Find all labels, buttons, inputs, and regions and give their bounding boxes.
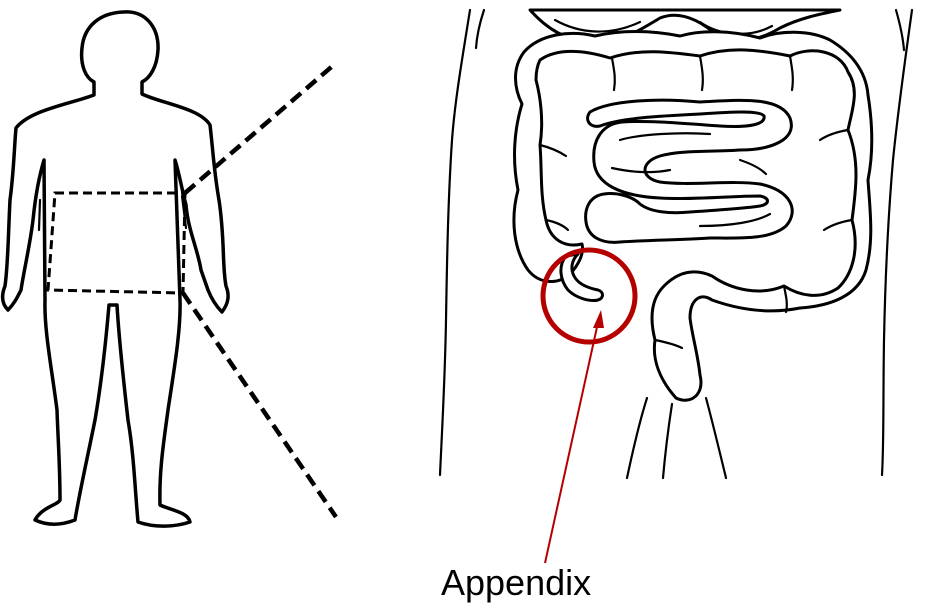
torso-outline [440,10,912,478]
appendix-label: Appendix [441,563,661,603]
body-silhouette [3,12,228,526]
small-intestine [586,100,793,242]
appendix [561,254,603,301]
abdomen-region-box [48,193,185,293]
callout-arrow [545,310,604,563]
zoom-indicator-lines [183,63,336,517]
